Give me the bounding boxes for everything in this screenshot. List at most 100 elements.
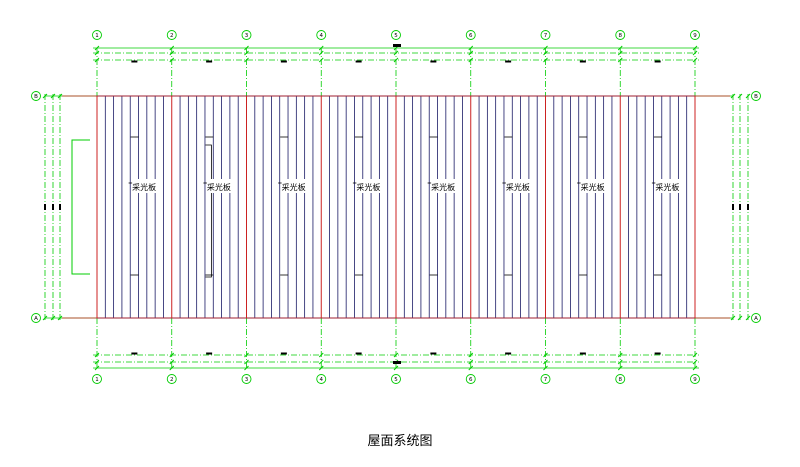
dimension-value (505, 352, 512, 355)
dimension-tick (468, 359, 474, 365)
dimension-tick (543, 359, 548, 365)
axis-bubble (92, 374, 102, 384)
axis-bubble (690, 374, 700, 384)
dimension-value (280, 60, 287, 63)
skylight-label: 采光板 (431, 182, 455, 192)
dimension-tick (94, 352, 100, 358)
dimension-value (732, 204, 734, 210)
axis-bubble (166, 374, 177, 384)
dimension-tick (617, 359, 623, 365)
dimension-tick (42, 93, 48, 99)
skylight-label: 采光板 (356, 182, 380, 192)
axis-bubble (615, 30, 626, 40)
axis-bubble (615, 374, 626, 384)
axis-label: 6 (469, 377, 473, 383)
dimension-value (206, 352, 213, 355)
dimension-tick (94, 50, 100, 56)
dimension-tick (730, 93, 736, 99)
dimension-tick (169, 57, 175, 63)
axis-label: A (754, 316, 758, 322)
axis-label: A (34, 316, 38, 322)
dimension-tick (50, 315, 56, 321)
skylight-label-bg (356, 179, 381, 193)
dimension-tick (737, 93, 743, 99)
axis-bubble (31, 313, 41, 323)
dimension-tick (318, 57, 324, 63)
axis-label: 6 (469, 33, 473, 39)
axis-label: B (754, 94, 758, 100)
dimension-value (206, 60, 213, 63)
dimension-tick (468, 352, 474, 358)
dimension-tick (745, 315, 751, 321)
gutter-bracket (71, 139, 90, 275)
axis-bubble (391, 374, 401, 384)
skylight-label-bg (132, 179, 157, 193)
axis-bubble (391, 30, 401, 40)
dimension-tick (244, 57, 249, 63)
dimension-value (579, 60, 586, 63)
dimension-tick (244, 365, 249, 371)
overall-dimension-value (393, 361, 401, 364)
dimension-tick (318, 50, 324, 56)
axis-label: B (34, 94, 38, 100)
dimension-value (579, 352, 586, 355)
axis-label: 8 (619, 377, 623, 383)
dimension-tick (468, 45, 474, 51)
dimension-tick (543, 57, 548, 63)
dimension-value (430, 60, 437, 63)
axis-label: 8 (619, 33, 623, 39)
dimension-value (355, 60, 362, 63)
dimension-tick (617, 57, 623, 63)
axis-label: 3 (245, 33, 249, 39)
dimension-tick (42, 315, 48, 321)
skylight-label-bg (431, 179, 456, 193)
axis-bubble (316, 30, 327, 40)
dimension-tick (393, 57, 399, 63)
overall-dimension-value (393, 44, 401, 47)
dimension-tick (468, 57, 474, 63)
axis-label: 2 (170, 33, 174, 39)
axis-bubble (31, 91, 41, 101)
dimension-tick (692, 57, 698, 63)
axis-label: 1 (95, 377, 99, 383)
dimension-value (654, 60, 661, 63)
bottom-dimension-lines (93, 318, 699, 371)
axis-bubble (540, 30, 551, 40)
dimension-value (505, 60, 512, 63)
right-dimension-lines (695, 93, 751, 321)
axis-bubble (92, 30, 102, 40)
axis-bubble (540, 374, 551, 384)
dimension-tick (468, 50, 474, 56)
dimension-tick (393, 365, 399, 371)
dimension-value (131, 60, 138, 63)
axis-label: 5 (394, 33, 398, 39)
dimension-tick (393, 352, 399, 358)
skylight-label: 采光板 (132, 182, 156, 192)
top-dimension-lines (93, 44, 699, 96)
dimension-tick (57, 93, 63, 99)
dimension-tick (730, 315, 736, 321)
dimension-tick (94, 45, 100, 51)
dimension-value (280, 352, 287, 355)
dimension-value (654, 352, 661, 355)
dimension-tick (169, 50, 175, 56)
dimension-tick (169, 45, 175, 51)
dimension-tick (543, 50, 548, 56)
dimension-tick (318, 45, 324, 51)
skylight-label-bg (281, 179, 306, 193)
skylight-label: 采光板 (506, 182, 530, 192)
dimension-tick (692, 352, 698, 358)
dimension-value (355, 352, 362, 355)
axis-bubble (166, 30, 177, 40)
dimension-tick (692, 50, 698, 56)
skylight-label-bg (206, 179, 231, 193)
dimension-tick (94, 365, 100, 371)
roof-panel-area (62, 95, 730, 319)
dimension-tick (244, 45, 249, 51)
axis-label: 7 (544, 33, 548, 39)
dimension-tick (318, 365, 324, 371)
dimension-tick (169, 359, 175, 365)
dimension-tick (617, 45, 623, 51)
